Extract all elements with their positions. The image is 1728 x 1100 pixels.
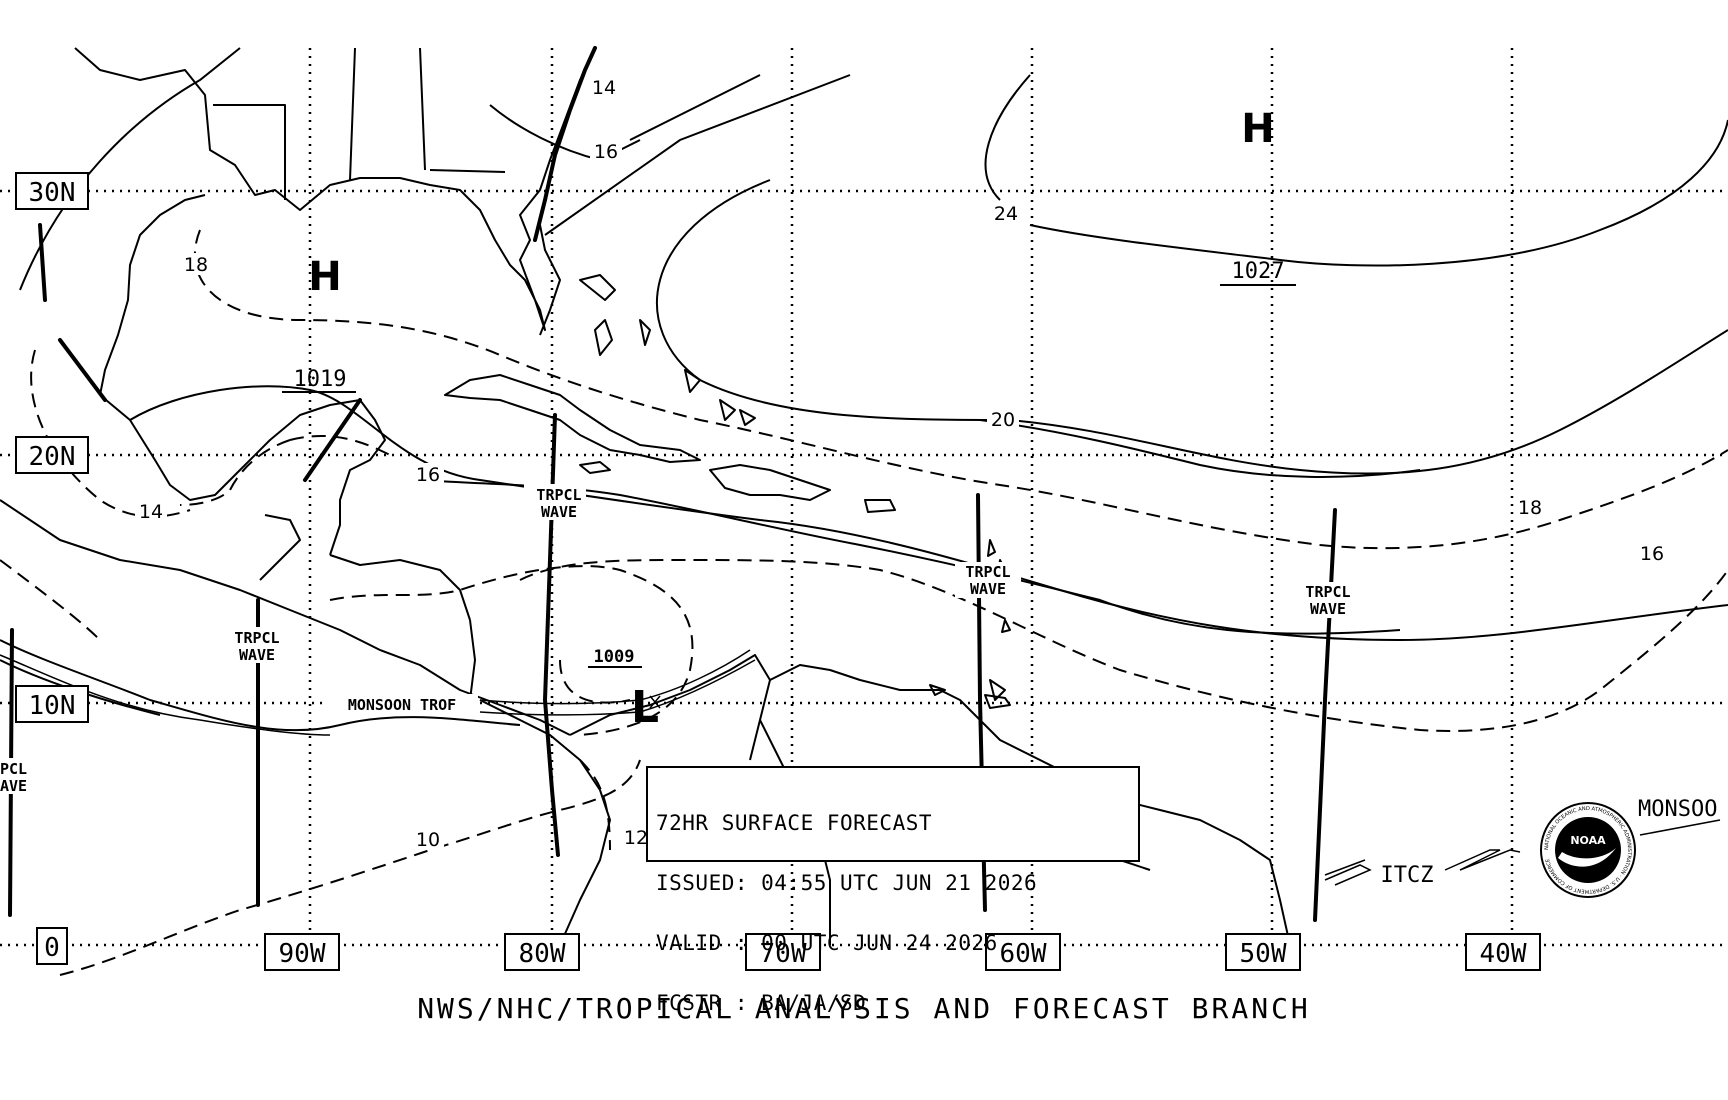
isobar-label-16-mexico: 16 bbox=[416, 464, 440, 486]
isobar-label-14-north: 14 bbox=[592, 77, 616, 99]
isobar-label-14-mexico: 14 bbox=[139, 501, 163, 523]
wave-label-60w-line2: WAVE bbox=[970, 580, 1006, 598]
longitude-labels: 90W 80W 70W 60W 50W 40W bbox=[264, 933, 1541, 971]
itcz-label: ITCZ bbox=[1381, 863, 1434, 888]
monsoon-trough-lines bbox=[0, 649, 1721, 886]
lon-label-80w: 80W bbox=[519, 939, 566, 969]
monsoon-trof-label: MONSOON TROF bbox=[348, 696, 456, 714]
forecast-info-box: 72HR SURFACE FORECAST ISSUED: 04:55 UTC … bbox=[646, 766, 1140, 1014]
lon-label-90w: 90W bbox=[279, 939, 326, 969]
high-atlantic-value: 1027 bbox=[1232, 259, 1285, 284]
isobars-solid bbox=[0, 47, 1728, 732]
lat-label-0: 0 bbox=[44, 933, 60, 963]
wave-label-90w-line2: WAVE bbox=[239, 646, 275, 664]
high-gulf-value: 1019 bbox=[294, 367, 347, 392]
wave-label-edge-line1: PCL bbox=[0, 760, 27, 778]
wave-label-60w-line1: TRPCL bbox=[965, 563, 1010, 581]
lat-label-30n: 30N bbox=[29, 178, 76, 208]
noaa-logo-text: NOAA bbox=[1570, 834, 1606, 847]
isobar-label-16-north: 16 bbox=[594, 141, 618, 163]
forecast-valid: VALID : 00 UTC JUN 24 2026 bbox=[656, 931, 998, 955]
isobar-label-16-east: 16 bbox=[1640, 543, 1664, 565]
isobar-label-24: 24 bbox=[994, 203, 1018, 225]
isobar-label-18-east: 18 bbox=[1518, 497, 1542, 519]
isobar-labels: 14 16 18 24 20 16 14 18 16 10 12 bbox=[135, 76, 1668, 851]
forecast-issued: ISSUED: 04:55 UTC JUN 21 2026 bbox=[656, 871, 1038, 895]
isobar-label-18-gulf: 18 bbox=[184, 254, 208, 276]
wave-label-80w-line1: TRPCL bbox=[536, 486, 581, 504]
low-center-marker bbox=[649, 695, 661, 709]
footer-credit: NWS/NHC/TROPICAL ANALYSIS AND FORECAST B… bbox=[417, 992, 1311, 1025]
low-caribbean-value: 1009 bbox=[594, 647, 635, 667]
lon-label-60w: 60W bbox=[1000, 939, 1047, 969]
forecast-forecaster: FCSTR : BA/JA/SD bbox=[656, 991, 867, 1015]
isobar-label-20: 20 bbox=[991, 409, 1015, 431]
pressure-centers: H 1019 H 1027 L 1009 bbox=[282, 106, 1296, 733]
forecast-title: 72HR SURFACE FORECAST bbox=[656, 811, 933, 835]
wave-label-90w-line1: TRPCL bbox=[234, 629, 279, 647]
monsoon-edge-label: MONSOO bbox=[1638, 797, 1717, 822]
lon-label-70w: 70W bbox=[760, 939, 807, 969]
lon-label-50w: 50W bbox=[1240, 939, 1287, 969]
latitude-labels: 30N 20N 10N 0 bbox=[15, 172, 89, 965]
wave-label-edge-line2: AVE bbox=[0, 777, 27, 795]
lat-label-20n: 20N bbox=[29, 442, 76, 472]
wave-label-50w-line2: WAVE bbox=[1310, 600, 1346, 618]
low-center-caribbean: L bbox=[631, 682, 659, 733]
isobar-label-12: 12 bbox=[624, 827, 648, 849]
wave-label-50w-line1: TRPCL bbox=[1305, 583, 1350, 601]
lon-label-40w: 40W bbox=[1480, 939, 1527, 969]
noaa-logo: NATIONAL OCEANIC AND ATMOSPHERIC ADMINIS… bbox=[1540, 802, 1636, 898]
feature-labels: TRPCL WAVE TRPCL WAVE TRPCL WAVE TRPCL W… bbox=[0, 484, 1717, 888]
isobar-label-10: 10 bbox=[416, 829, 440, 851]
wave-label-80w-line2: WAVE bbox=[541, 503, 577, 521]
lat-label-10n: 10N bbox=[29, 691, 76, 721]
high-center-atlantic: H bbox=[1241, 106, 1274, 152]
isobars-dashed bbox=[0, 229, 1728, 976]
high-center-gulf: H bbox=[308, 254, 341, 300]
